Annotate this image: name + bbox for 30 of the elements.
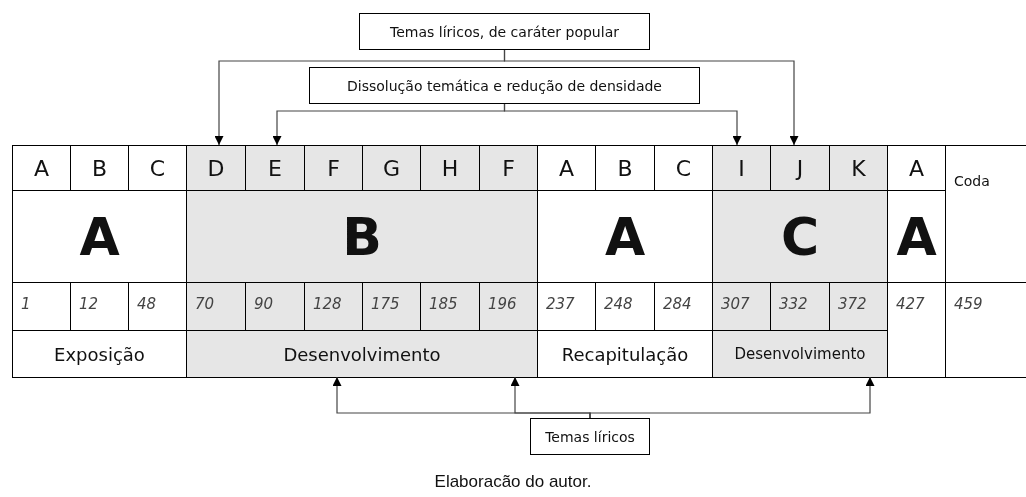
arrow — [589, 376, 875, 419]
section-letter: J — [770, 145, 830, 191]
section-label: B — [186, 190, 538, 283]
caption: Elaboracão do autor. — [433, 472, 593, 492]
section-letter: F — [304, 145, 363, 191]
measure-number: 196 — [479, 282, 538, 331]
measure-number: 175 — [362, 282, 421, 331]
section-letter: I — [712, 145, 771, 191]
measure-number: 128 — [304, 282, 363, 331]
callout-box: Temas líricos — [530, 418, 650, 455]
measure-number: 90 — [245, 282, 305, 331]
section-letter: D — [186, 145, 246, 191]
measure-number: 307 — [712, 282, 771, 331]
section-label: C — [712, 190, 888, 283]
callout-box: Temas líricos, de caráter popular — [359, 13, 650, 50]
arrow — [503, 49, 799, 146]
measure-number: 332 — [770, 282, 830, 331]
measure-number: 70 — [186, 282, 246, 331]
arrow — [503, 103, 742, 146]
section-letter: G — [362, 145, 421, 191]
section-letter: H — [420, 145, 480, 191]
section-name: Desenvolvimento — [186, 330, 538, 378]
section-name: Desenvolvimento — [712, 330, 888, 378]
section-letter: F — [479, 145, 538, 191]
measure-number: 372 — [829, 282, 888, 331]
section-letter: A — [12, 145, 71, 191]
measure-number: 185 — [420, 282, 480, 331]
section-letter: E — [245, 145, 305, 191]
section-letter: K — [829, 145, 888, 191]
callout-box: Dissolução temática e redução de densidade — [309, 67, 700, 104]
